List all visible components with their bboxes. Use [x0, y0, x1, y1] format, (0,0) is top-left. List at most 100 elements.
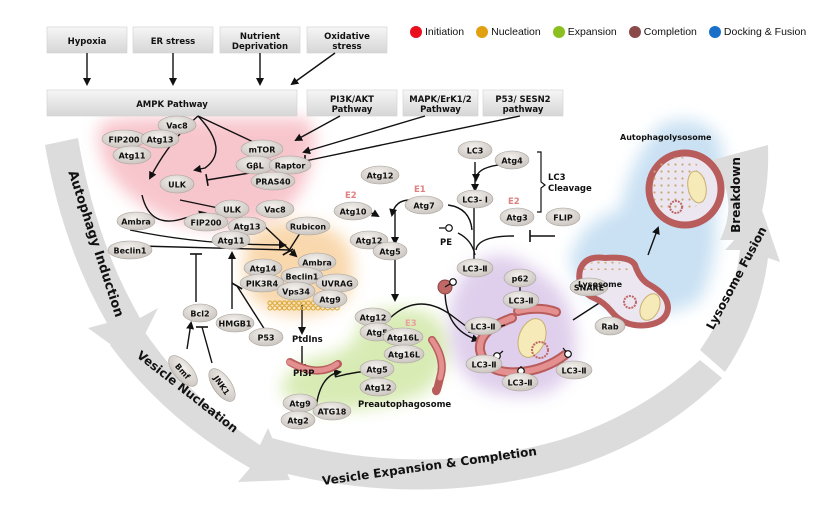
- legend-item: Docking & Fusion: [708, 26, 806, 38]
- atg7-to-lc3-line: [447, 204, 473, 231]
- protein-atg11-b: Atg11: [211, 230, 251, 250]
- protein-label: FIP200: [190, 218, 221, 227]
- legend-item: Nucleation: [476, 26, 541, 38]
- protein-oval: [545, 207, 581, 227]
- protein-label: Atg4: [501, 156, 523, 165]
- protein-label: Atg13: [234, 222, 261, 231]
- activation-arrow: [294, 115, 341, 141]
- protein-oval: [116, 211, 156, 231]
- protein-label: Beclin1: [113, 246, 146, 255]
- protein-oval: [168, 355, 198, 387]
- protein-label: PIK3R4: [246, 279, 279, 288]
- pathway-box-label: P53/ SESN2: [495, 95, 550, 105]
- label-ptdins: PtdIns: [292, 335, 323, 345]
- stimulus-box-bg: [46, 26, 128, 54]
- protein-label: LC3-Ⅱ: [462, 264, 487, 273]
- label-e2-b: E2: [508, 197, 520, 207]
- protein-label: GβL: [246, 161, 263, 170]
- expanding-membrane-inner: [429, 337, 445, 381]
- protein-oval: [555, 360, 593, 380]
- protein-pras40: PRAS40: [250, 171, 296, 191]
- legend-dot-icon: [410, 26, 422, 38]
- pathway-box-label: Pathway: [420, 105, 461, 115]
- protein-oval: [140, 129, 180, 149]
- protein-oval: [457, 140, 493, 160]
- activation-arrow: [141, 194, 207, 222]
- inhibition-line: [201, 326, 213, 364]
- protein-label: Ambra: [121, 217, 151, 226]
- inhibition-bar: [205, 173, 209, 187]
- protein-label: ULK: [168, 180, 187, 189]
- protein-aggregate-icon: [531, 341, 549, 359]
- activation-arrow: [647, 226, 660, 256]
- label-e2-a: E2: [345, 191, 357, 201]
- protein-jnk1: JNK1: [208, 368, 236, 402]
- protein-label: Rubicon: [290, 222, 327, 231]
- pathway-box-label: Pathway: [332, 105, 373, 115]
- protein-oval: [215, 313, 255, 333]
- protein-label: Atg2: [287, 416, 308, 425]
- protein-label: Atg12: [360, 313, 387, 322]
- stage-label-breakdown: Breakdown: [729, 157, 743, 233]
- protein-oval: [464, 316, 502, 336]
- stage-arrow-vesicle-nucleation: [110, 325, 290, 482]
- protein-atg3: Atg3: [499, 207, 535, 227]
- label-pi3p: PI3P: [293, 369, 315, 379]
- protein-label: Atg10: [340, 207, 367, 216]
- protein-oval: [360, 165, 400, 185]
- protein-oval: [107, 240, 153, 260]
- protein-oval: [159, 174, 195, 194]
- activation-arrow: [193, 115, 217, 173]
- protein-label: Atg12: [367, 171, 394, 180]
- legend-label: Initiation: [425, 26, 465, 38]
- lysosome-aggregate-icon: [623, 295, 637, 309]
- activation-arrow: [129, 229, 287, 249]
- protein-oval: [383, 344, 425, 364]
- protein-label: LC3-Ⅱ: [471, 360, 496, 369]
- atg3-line: [475, 235, 515, 251]
- legend-dot-icon: [708, 26, 721, 38]
- protein-lc3-ii-a: LC3-Ⅱ: [456, 258, 494, 278]
- annotation-labels: E2E1E2E3PEPtdInsPI3PPreautophagosomeLyso…: [292, 133, 712, 410]
- autophagosome-membrane-top-inner: [515, 305, 559, 315]
- legend-dot-icon: [552, 26, 565, 38]
- protein-label: LC3: [467, 146, 484, 155]
- protein-oval: [312, 401, 352, 421]
- protein-label: Vac8: [166, 121, 188, 130]
- protein-label: Beclin1: [285, 272, 318, 281]
- protein-atg16l-a: Atg16L: [382, 327, 424, 347]
- stimulus-box-bg: [132, 26, 214, 54]
- stage-arrow-breakdown: [712, 145, 769, 240]
- pathway-box-label: AMPK Pathway: [136, 100, 208, 110]
- protein-oval: [359, 377, 397, 397]
- protein-label: LC3-Ⅱ: [470, 322, 495, 331]
- protein-label: UVRAG: [321, 279, 353, 288]
- protein-label: Raptor: [275, 161, 306, 170]
- protein-label: Atg9: [319, 295, 341, 304]
- legend-item: Completion: [628, 26, 697, 38]
- pe-line: [457, 232, 476, 256]
- pe-icon: [445, 224, 453, 232]
- protein-atg16l-b: Atg16L: [383, 344, 425, 364]
- protein-label: Atg5: [366, 328, 388, 337]
- protein-label: Atg5: [366, 365, 388, 374]
- protein-lc3-ii-d: LC3-Ⅱ: [465, 354, 503, 374]
- label-preautophagosome: Preautophagosome: [358, 400, 451, 410]
- protein-oval: [456, 258, 494, 278]
- protein-lc3-ii-b: LC3-Ⅱ: [502, 290, 540, 310]
- protein-p62: p62: [503, 268, 537, 288]
- protein-oval: [183, 212, 229, 232]
- stimulus-box-label: Deprivation: [232, 42, 288, 52]
- protein-label: Atg9: [289, 399, 311, 408]
- protein-ambra-a: Ambra: [116, 211, 156, 231]
- legend-label: Completion: [643, 26, 697, 38]
- protein-atg9-a: Atg9: [312, 289, 348, 309]
- protein-label: FLIP: [553, 213, 573, 222]
- protein-label: Atg5: [379, 247, 401, 256]
- protein-bcl2: Bcl2: [182, 303, 218, 323]
- protein-hmgb1: HMGB1: [215, 313, 255, 333]
- stimulus-box-label: Nutrient: [240, 32, 280, 42]
